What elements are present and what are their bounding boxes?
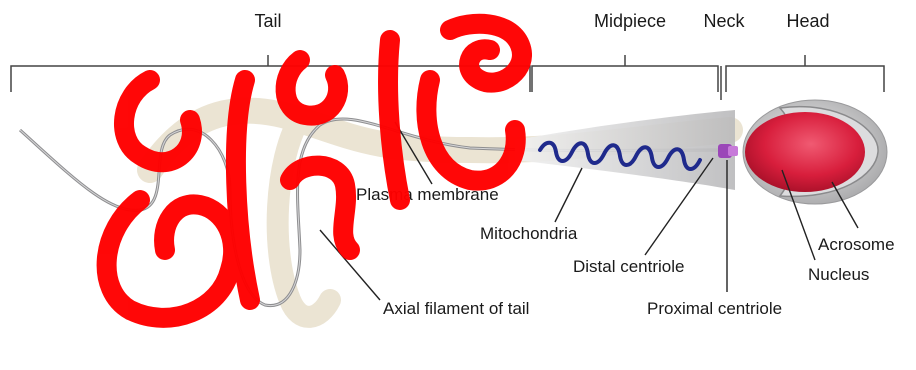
section-neck-label: Neck xyxy=(703,11,745,31)
label-nucleus: Nucleus xyxy=(808,265,869,284)
nucleus xyxy=(745,112,865,192)
tail-bracket xyxy=(11,55,530,92)
watermark-logo xyxy=(107,24,522,318)
pointer-mitochondria xyxy=(555,168,582,222)
midpiece-bracket xyxy=(532,55,718,92)
proximal-centriole xyxy=(728,146,738,156)
label-distal-centriole: Distal centriole xyxy=(573,257,685,276)
label-acrosome: Acrosome xyxy=(818,235,895,254)
section-midpiece-label: Midpiece xyxy=(594,11,666,31)
label-axial-filament: Axial filament of tail xyxy=(383,299,529,318)
head-bracket xyxy=(726,55,884,92)
section-tail-label: Tail xyxy=(254,11,281,31)
midpiece-body xyxy=(515,110,735,190)
label-proximal-centriole: Proximal centriole xyxy=(647,299,782,318)
section-head-label: Head xyxy=(786,11,829,31)
label-mitochondria: Mitochondria xyxy=(480,224,578,243)
